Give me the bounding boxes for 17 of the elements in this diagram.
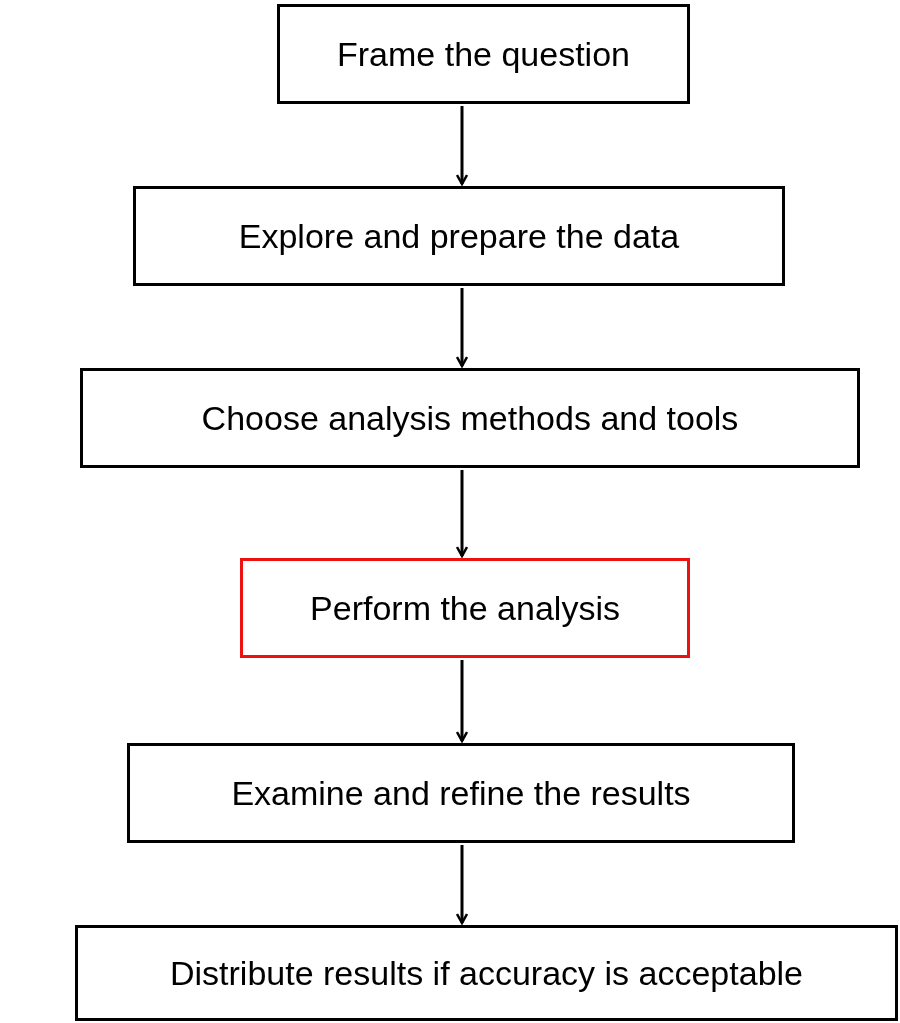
step-label: Examine and refine the results [231,772,691,814]
arrow [455,660,469,743]
arrow [455,106,469,186]
step-label: Explore and prepare the data [238,215,680,257]
step-label: Frame the question [337,33,630,75]
arrow [455,470,469,558]
process-box [75,925,898,1021]
step-label: Distribute results if accuracy is acceptable [169,952,803,994]
step-label: Perform the analysis [310,587,620,629]
process-box [127,743,795,843]
arrow [455,845,469,925]
process-box [80,368,860,468]
process-box [240,558,690,658]
step-label: Choose analysis methods and tools [201,397,739,439]
process-box [277,4,690,104]
arrow [455,288,469,368]
process-box [133,186,785,286]
